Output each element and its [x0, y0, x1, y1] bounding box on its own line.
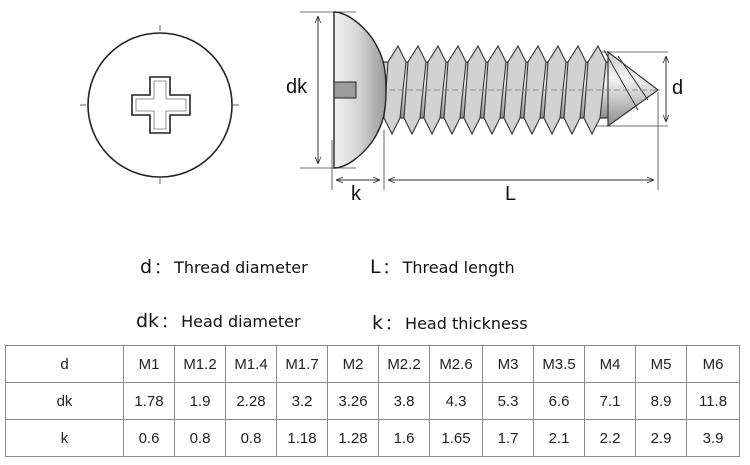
legend-thread-diameter: d：Thread diameter [140, 256, 308, 278]
table-cell: 1.18 [276, 419, 328, 457]
table-cell: 0.8 [225, 419, 277, 457]
table-cell: M2.6 [429, 345, 483, 383]
table-cell: M1 [123, 345, 175, 383]
table-cell: 4.3 [429, 382, 483, 420]
table-cell: 0.6 [123, 419, 175, 457]
table-cell: M6 [686, 345, 740, 383]
table-cell: 8.9 [635, 382, 687, 420]
table-cell: 0.8 [174, 419, 226, 457]
table-cell: 3.8 [378, 382, 430, 420]
table-cell: M3.5 [533, 345, 585, 383]
table-cell: 7.1 [584, 382, 636, 420]
dim-label-k: k [351, 183, 361, 205]
table-cell: M1.7 [276, 345, 328, 383]
table-cell: 3.9 [686, 419, 740, 457]
dim-label-d: d [670, 77, 686, 100]
row-header: k [5, 419, 124, 457]
table-cell: 1.9 [174, 382, 226, 420]
table-cell: 1.78 [123, 382, 175, 420]
table-cell: 1.7 [482, 419, 534, 457]
table-cell: 3.2 [276, 382, 328, 420]
thread-crest [483, 44, 507, 136]
table-cell: 11.8 [686, 382, 740, 420]
row-header: dk [5, 382, 124, 420]
dim-label-L: L [505, 183, 517, 205]
table-cell: 1.65 [429, 419, 483, 457]
table-cell: M3 [482, 345, 534, 383]
table-cell: M4 [584, 345, 636, 383]
table-cell: 2.1 [533, 419, 585, 457]
table-cell: 5.3 [482, 382, 534, 420]
table-cell: 2.2 [584, 419, 636, 457]
legend-thread-length: L：Thread length [370, 256, 515, 278]
screw-side-view [300, 11, 668, 190]
dim-label-dk: dk [284, 76, 310, 99]
legend-head-diameter: dk：Head diameter [136, 310, 301, 332]
table-cell: 2.9 [635, 419, 687, 457]
table-cell: 6.6 [533, 382, 585, 420]
phillips-cross-icon [131, 76, 191, 134]
table-cell: 2.28 [225, 382, 277, 420]
thread-crest [403, 44, 427, 136]
legend-head-thickness: k：Head thickness [372, 312, 528, 334]
thread-crest [583, 44, 607, 136]
table-cell: M1.2 [174, 345, 226, 383]
table-cell: M2 [327, 345, 379, 383]
head-top-view [80, 25, 240, 185]
table-cell: M2.2 [378, 345, 430, 383]
table-cell: M1.4 [225, 345, 277, 383]
table-cell: 1.6 [378, 419, 430, 457]
table-cell: M5 [635, 345, 687, 383]
row-header: d [5, 345, 124, 383]
table-cell: 3.26 [327, 382, 379, 420]
table-cell: 1.28 [327, 419, 379, 457]
screw-drawing [80, 11, 750, 190]
